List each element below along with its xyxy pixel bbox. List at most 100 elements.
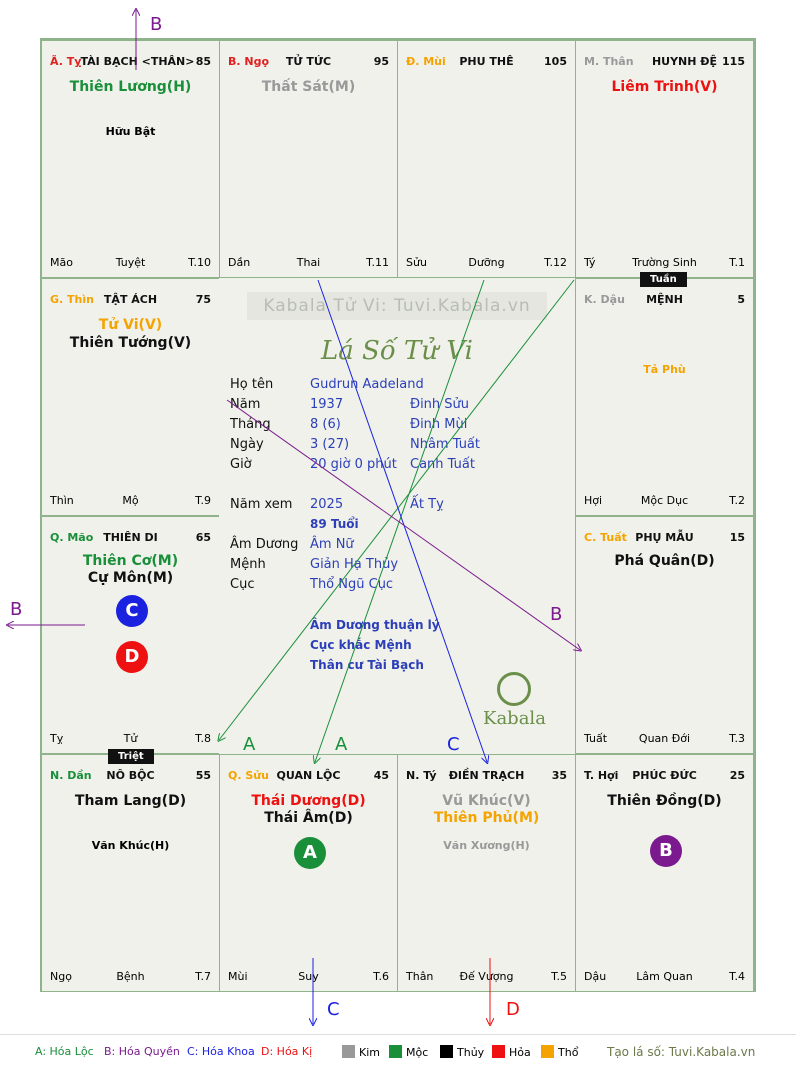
cell-bottom-left: Tuất [584,732,608,745]
palace-name: MỆNH [646,293,683,306]
palace-quan-loc[interactable]: Q. Sửu QUAN LỘC 45 Thái Dương(D) Thái Âm… [219,754,398,992]
arrow-label-c-mid: C [447,734,460,755]
palace-stem-branch: T. Hợi [584,769,619,782]
major-star: Liêm Trinh(V) [611,79,718,95]
cell-bottom-right: T.1 [729,256,745,269]
cell-bottom-center: Lâm Quan [636,970,693,983]
palace-phu-mau[interactable]: C. Tuất PHỤ MẪU 15 Phá Quân(D) Tuất Quan… [575,516,754,754]
label-menh: Mệnh [230,557,266,572]
arrow-label-b-top: B [150,14,162,35]
arrow-c1 [317,279,487,762]
value-gio: 20 giờ 0 phút [310,457,397,472]
cell-bottom-left: Dậu [584,970,607,983]
palace-age: 25 [729,769,745,782]
cell-bottom-left: Thìn [50,494,74,507]
palace-tai-bach[interactable]: Ã. Tỵ TÀI BẠCH <THÂN> 85 Thiên Lương(H) … [41,40,220,278]
label-gio: Giờ [230,457,252,472]
cell-bottom-right: T.3 [729,732,745,745]
minor-star: Văn Xương(H) [443,839,530,852]
palace-age: 105 [544,55,567,68]
legend-kim: Kim [342,1045,380,1059]
value-nam: 1937 [310,397,344,412]
cell-bottom-center: Quan Đới [638,732,691,745]
legend-moc: Mộc [389,1045,428,1059]
palace-name: PHỤ MẪU [635,531,694,544]
palace-name: NÔ BỘC [106,769,155,782]
palace-thien-di[interactable]: Q. Mão THIÊN DI 65 Thiên Cơ(M) Cự Môn(M)… [41,516,220,754]
palace-tu-tuc[interactable]: B. Ngọ TỬ TỨC 95 Thất Sát(M) Dần Thai T.… [219,40,398,278]
label-ngay: Ngày [230,437,264,452]
arrow-b1 [226,399,580,650]
label-cuc: Cục [230,577,255,592]
palace-name: PHU THÊ [459,55,514,68]
hoa-ki-badge: D [116,641,148,673]
cell-bottom-left: Hợi [584,494,603,507]
label-ho-ten: Họ tên [230,377,274,392]
label-nam: Năm [230,397,261,412]
hoa-khoa-badge: C [116,595,148,627]
cell-bottom-right: T.5 [551,970,567,983]
cell-bottom-left: Ngọ [50,970,72,983]
major-star-2: Thiên Phủ(M) [433,810,540,826]
palace-phu-the[interactable]: Đ. Mùi PHU THÊ 105 Sửu Dưỡng T.12 [397,40,576,278]
major-star-2: Cự Môn(M) [87,570,174,586]
cell-bottom-right: T.11 [366,256,389,269]
legend-tho: Thổ [541,1045,578,1059]
hoa-quyen-badge: B [650,835,682,867]
major-star: Thất Sát(M) [261,79,356,95]
palace-menh[interactable]: K. Dậu MỆNH 5 Tả Phù Hợi Mộc Dục T.2 [575,278,754,516]
value-thang-canchi: Đinh Mùi [410,417,468,432]
label-thang: Tháng [230,417,271,432]
value-gio-canchi: Canh Tuất [410,457,475,472]
legend-site-link[interactable]: Tạo lá số: Tuvi.Kabala.vn [607,1045,756,1059]
palace-phuc-duc[interactable]: T. Hợi PHÚC ĐỨC 25 Thiên Đồng(D) B Dậu L… [575,754,754,992]
tree-icon [497,672,532,706]
arrow-label-a1: A [243,734,256,755]
cell-bottom-right: T.2 [729,494,745,507]
legend-hoa-ki: D: Hóa Kị [261,1045,313,1058]
kabala-logo: Kabala [483,672,546,729]
value-ngay: 3 (27) [310,437,350,452]
note-3: Thân cư Tài Bạch [310,658,424,672]
major-star-2: Thiên Tướng(V) [69,335,192,351]
cell-bottom-center: Tử [123,732,138,745]
palace-stem-branch: C. Tuất [584,531,627,544]
cell-bottom-center: Mộ [122,494,139,507]
palace-name: ĐIỀN TRẠCH [448,769,525,782]
cell-bottom-center: Trường Sinh [632,256,697,269]
arrow-a1 [219,279,575,740]
cell-bottom-center: Mộc Dục [640,494,689,507]
cell-bottom-left: Thân [406,970,434,983]
watermark: Kabala Tử Vi: Tuvi.Kabala.vn [247,292,547,320]
legend-hoa: Hỏa [492,1045,531,1059]
arrow-label-a2: A [335,734,348,755]
palace-stem-branch: K. Dậu [584,293,625,306]
note-2: Cục khắc Mệnh [310,638,412,652]
palace-dien-trach[interactable]: N. Tý ĐIỀN TRẠCH 35 Vũ Khúc(V) Thiên Phủ… [397,754,576,992]
value-nam-xem: 2025 [310,497,344,512]
palace-age: 75 [195,293,211,306]
cell-bottom-center: Dưỡng [468,256,505,269]
cell-bottom-center: Thai [296,256,321,269]
major-star: Vũ Khúc(V) [442,793,531,809]
cell-bottom-right: T.8 [195,732,211,745]
arrow-a2 [315,279,485,762]
palace-name: QUAN LỘC [276,769,341,782]
cell-bottom-right: T.7 [195,970,211,983]
major-star-2: Thái Âm(D) [264,810,353,826]
palace-huynh-de[interactable]: M. Thân HUYNH ĐỆ 115 Liêm Trinh(V) Tý Tr… [575,40,754,278]
major-star: Thiên Lương(H) [69,79,192,95]
value-nam-xem-canchi: Ất Tỵ [410,497,444,512]
palace-tat-ach[interactable]: G. Thìn TẬT ÁCH 75 Tử Vi(V) Thiên Tướng(… [41,278,220,516]
cell-bottom-left: Tý [584,256,596,269]
cell-bottom-right: T.12 [544,256,567,269]
arrow-label-d-bot: D [506,999,520,1020]
palace-age: 95 [373,55,389,68]
cell-bottom-center: Đế Vượng [459,970,514,983]
palace-age: 45 [373,769,389,782]
palace-stem-branch: N. Tý [406,769,437,782]
hoa-loc-badge: A [294,837,326,869]
cell-bottom-left: Dần [228,256,251,269]
palace-age: 115 [722,55,745,68]
major-star: Thái Dương(D) [251,793,366,809]
